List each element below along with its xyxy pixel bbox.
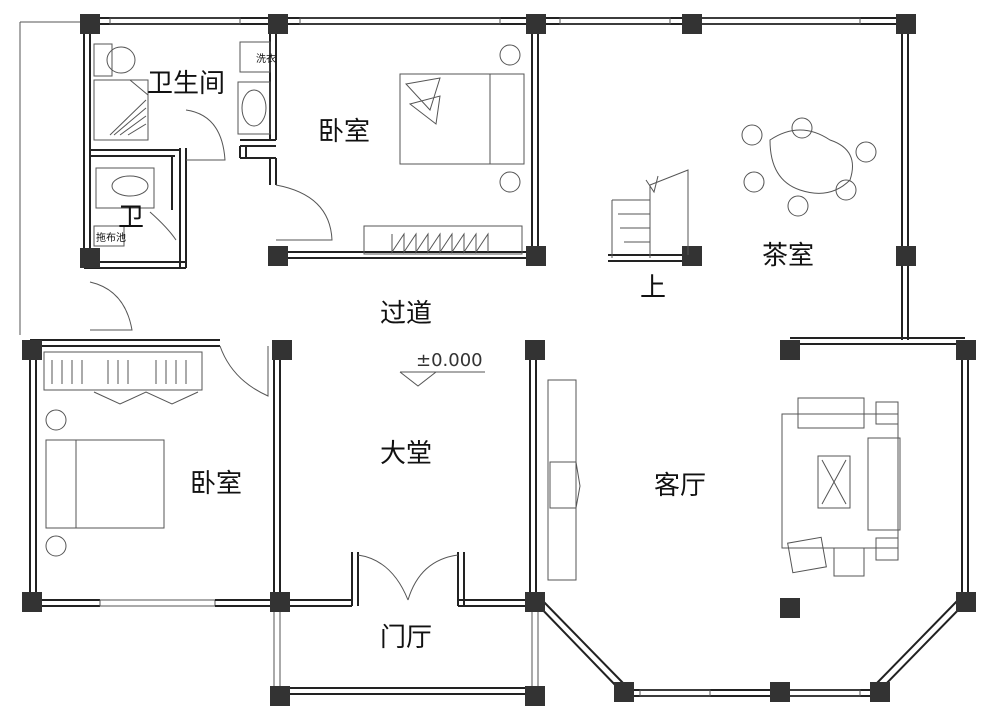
- svg-text:拖布池: 拖布池: [96, 231, 126, 244]
- staircase: [611, 169, 689, 258]
- bathroom-fixtures: 洗衣 拖布池: [93, 41, 276, 247]
- doors: [89, 109, 459, 601]
- mop-sink: [93, 225, 125, 247]
- squat-toilet: [95, 167, 155, 209]
- armchair: [833, 547, 865, 577]
- bedroom-north-furniture: [363, 44, 525, 255]
- svg-text:洗衣: 洗衣: [256, 52, 276, 65]
- bedroom-south-furniture: [43, 351, 203, 557]
- living-room-furniture: [547, 379, 901, 581]
- room-label-hall: 大堂: [380, 439, 432, 469]
- tea-table-set: [741, 117, 877, 217]
- side-table: [875, 401, 899, 425]
- wardrobe: [43, 351, 203, 391]
- double-bed: [399, 73, 525, 165]
- rug: [781, 413, 899, 549]
- nightstand: [499, 44, 521, 66]
- armchair: [787, 536, 827, 574]
- room-label-corridor: 过道: [380, 299, 432, 329]
- room-label-bedroom-north: 卧室: [318, 117, 370, 147]
- structural-columns: [22, 14, 976, 706]
- double-bed: [45, 439, 165, 529]
- washbasin: [237, 81, 271, 135]
- side-table: [875, 537, 899, 561]
- room-label-porch: 门厅: [380, 623, 432, 653]
- toilet-fixture: [93, 43, 113, 77]
- tv-cabinet: [547, 379, 577, 581]
- washer-box: [239, 41, 271, 73]
- room-label-bathroom: 卫生间: [147, 69, 225, 99]
- level-marker: ±0.000: [399, 350, 485, 387]
- room-label-tea-room: 茶室: [762, 241, 814, 271]
- sofa-top: [797, 397, 865, 429]
- sofa-side: [867, 437, 901, 531]
- wardrobe: [363, 225, 523, 255]
- svg-text:±0.000: ±0.000: [416, 350, 483, 371]
- coffee-table: [817, 455, 851, 509]
- room-label-bedroom-south: 卧室: [190, 469, 242, 499]
- site-boundary-line: [19, 21, 80, 335]
- nightstand: [45, 409, 67, 431]
- stair-up-label: 上: [640, 273, 666, 303]
- walls: [29, 17, 969, 697]
- room-label-toilet: 卫: [118, 203, 144, 233]
- shower-tray: [93, 79, 149, 141]
- room-label-living-room: 客厅: [654, 471, 706, 501]
